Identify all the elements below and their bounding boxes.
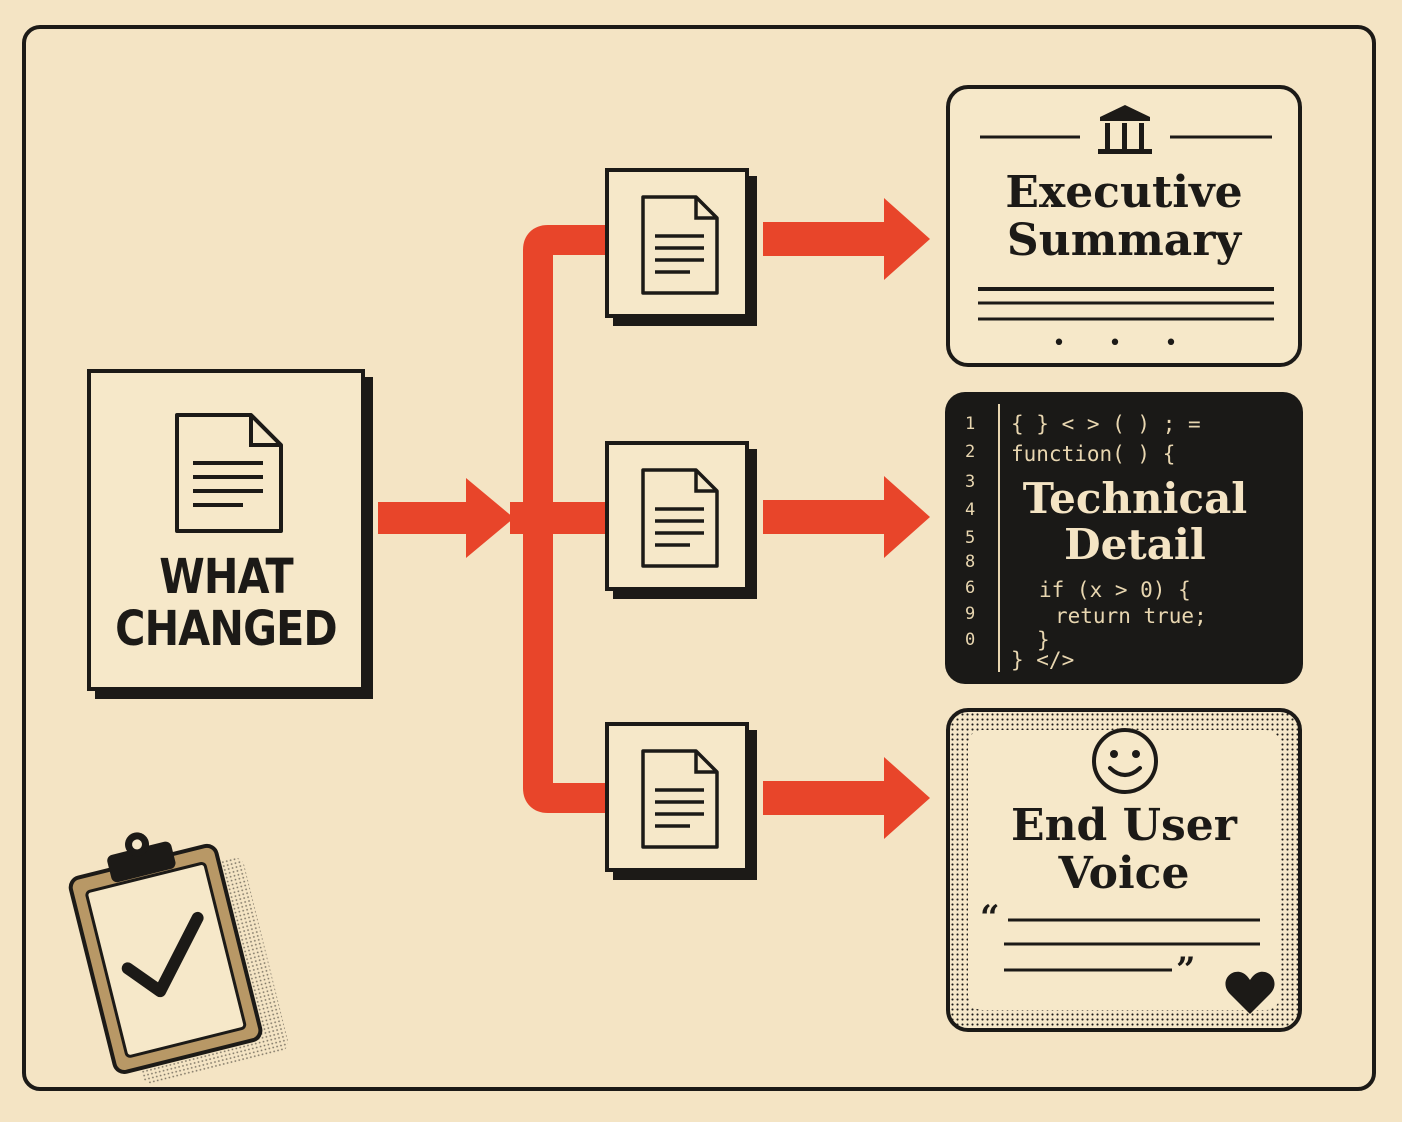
technical-detail-card: 1 2 3 4 5 8 6 9 0 { } < > ( ) ; = functi…	[945, 392, 1303, 684]
code-line-4: return true;	[1055, 604, 1207, 628]
heart-icon	[1225, 971, 1275, 1014]
source-arrow	[378, 478, 514, 558]
document-icon	[641, 468, 719, 568]
technical-title-line2: Detail	[1064, 520, 1206, 569]
line-number: 4	[965, 500, 976, 520]
line-number: 5	[965, 528, 976, 548]
code-line-1: { } < > ( ) ; =	[1011, 412, 1201, 436]
what-label: WHAT	[159, 549, 293, 605]
document-icon	[641, 749, 719, 849]
bank-icon	[980, 105, 1272, 154]
line-number: 0	[965, 630, 976, 650]
code-line-3: if (x > 0) {	[1039, 578, 1191, 602]
technical-title-line1: Technical	[1022, 474, 1248, 523]
clipboard-check-icon	[68, 832, 289, 1084]
open-quote: “	[980, 898, 1000, 938]
arrow-to-enduser	[763, 757, 930, 839]
changed-label: CHANGED	[115, 601, 338, 657]
document-icon	[641, 195, 719, 295]
line-number: 2	[965, 442, 976, 462]
what-changed-box: WHAT CHANGED	[87, 369, 365, 691]
end-user-voice-card: End User Voice “ ”	[946, 708, 1302, 1032]
document-icon	[175, 413, 283, 533]
enduser-title-line2: Voice	[1058, 848, 1190, 899]
code-line-5: }	[1037, 628, 1050, 652]
line-number: 1	[965, 414, 976, 434]
arrow-to-technical	[763, 476, 930, 558]
arrow-to-executive	[763, 198, 930, 280]
code-line-2: function( ) {	[1011, 442, 1176, 466]
code-line-6: } </>	[1011, 648, 1075, 672]
branch-doc-box-2	[605, 441, 749, 591]
executive-title-line1: Executive	[1005, 167, 1243, 218]
smiley-icon	[1092, 728, 1158, 794]
executive-title-line2: Summary	[1006, 215, 1242, 266]
line-number: 9	[965, 604, 976, 624]
executive-summary-card: Executive Summary • • •	[946, 85, 1302, 367]
ellipsis-dots: • • •	[1052, 331, 1196, 356]
summary-lines	[978, 287, 1274, 321]
line-number: 3	[965, 472, 976, 492]
branch-doc-box-1	[605, 168, 749, 318]
enduser-title-line1: End User	[1011, 800, 1237, 851]
code-gutter-line	[998, 404, 1000, 672]
line-number: 6	[965, 578, 976, 598]
close-quote: ”	[1176, 950, 1196, 990]
line-number: 8	[965, 552, 976, 572]
quote-lines	[1004, 918, 1260, 972]
branch-doc-box-3	[605, 722, 749, 872]
